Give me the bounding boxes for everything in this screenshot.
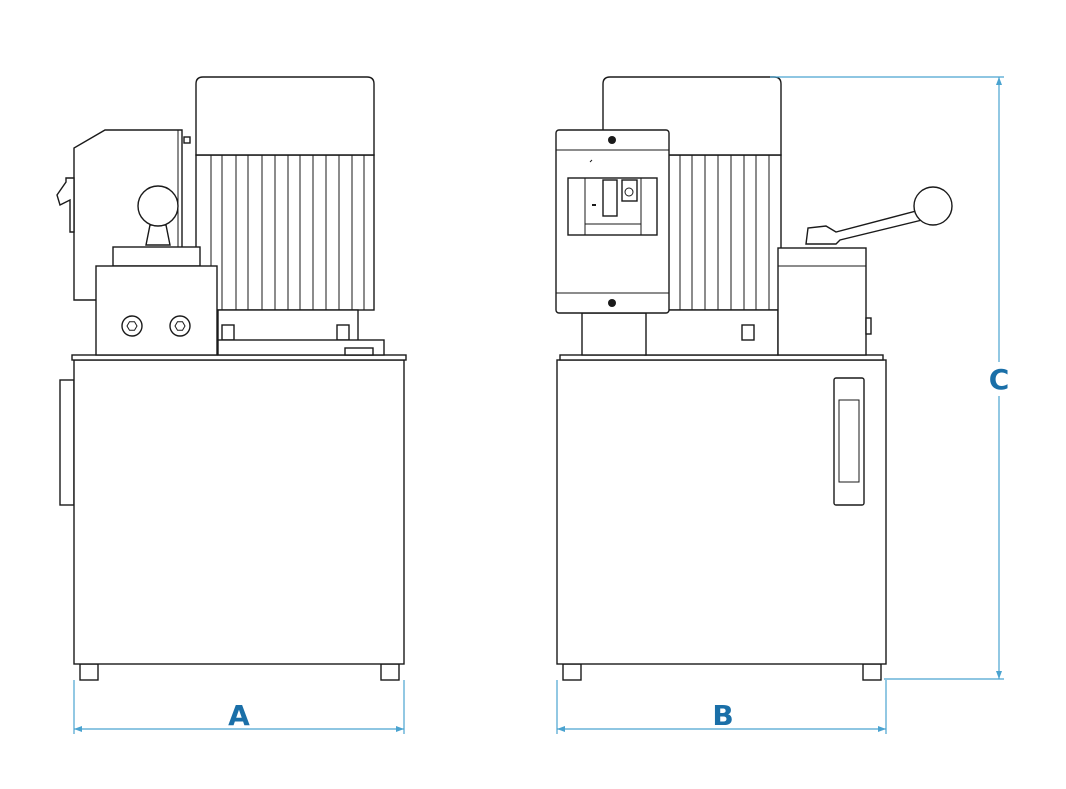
- screw: [608, 299, 616, 307]
- port: [169, 315, 191, 337]
- dimension-label-a: A: [228, 699, 250, 732]
- lever-latch: [56, 177, 75, 233]
- control-lever: [805, 209, 923, 245]
- dimension-c: C: [770, 76, 1010, 680]
- dimension-label-b: B: [712, 699, 733, 732]
- tank: [73, 359, 405, 665]
- foot: [862, 663, 882, 681]
- dimension-a: A: [73, 680, 405, 734]
- motor-fan-cover: [195, 76, 375, 156]
- side-view: [56, 76, 407, 681]
- dimension-b: B: [556, 680, 887, 734]
- tank-handle: [833, 377, 865, 506]
- handle-ball: [137, 185, 179, 227]
- lever-ball: [913, 186, 953, 226]
- fin-lines: [210, 155, 365, 310]
- motor-fins: [195, 154, 375, 311]
- valve-block: [777, 247, 867, 356]
- port: [121, 315, 143, 337]
- breaker-switch: [602, 179, 618, 217]
- tank-top-plate: [71, 354, 407, 361]
- foot: [562, 663, 582, 681]
- foot: [380, 663, 400, 681]
- valve-block-top: [112, 246, 201, 267]
- side-panel: [59, 379, 75, 506]
- valve-block: [95, 265, 218, 356]
- motor-base: [217, 309, 359, 346]
- screw: [608, 136, 616, 144]
- foot: [79, 663, 99, 681]
- tank: [556, 359, 887, 665]
- dimension-label-c: C: [989, 363, 1010, 396]
- front-view: [555, 76, 953, 681]
